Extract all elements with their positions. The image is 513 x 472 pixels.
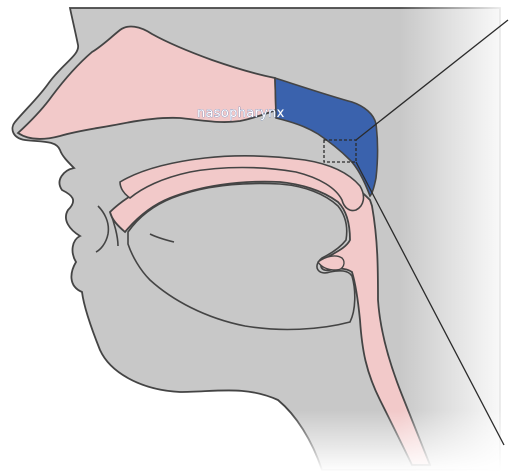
right-fade: [400, 0, 513, 472]
nasopharynx-label: nasopharynx: [197, 106, 285, 121]
bottom-fade: [0, 410, 513, 472]
